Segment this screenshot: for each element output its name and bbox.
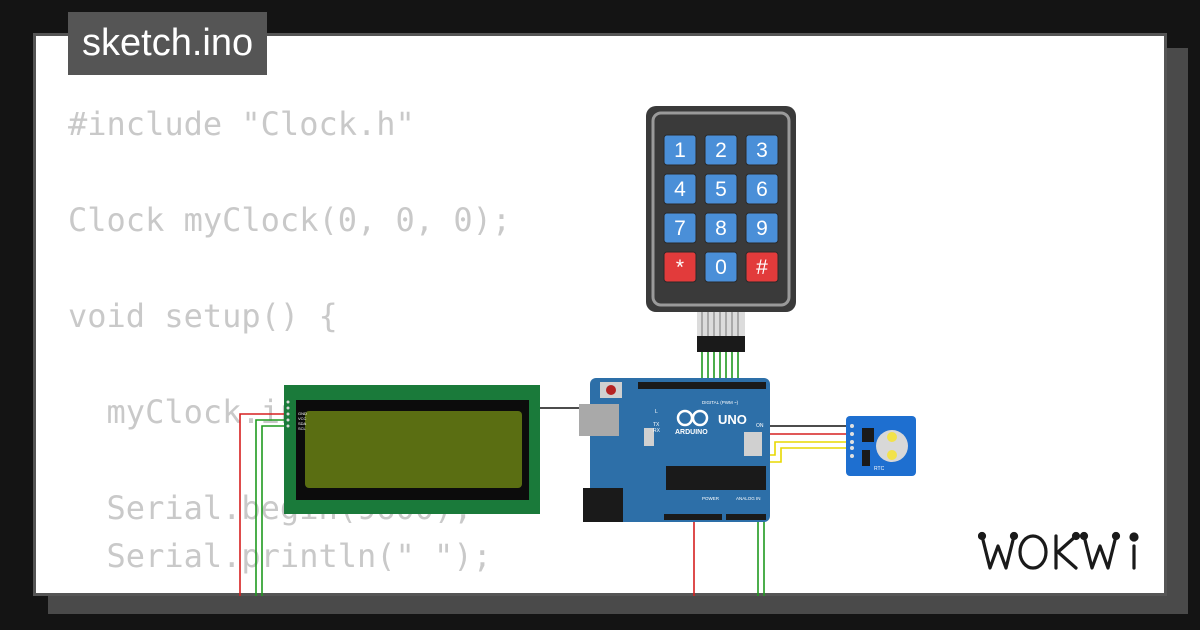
keypad-key-label: 8 <box>715 217 727 240</box>
code-line: Clock myClock(0, 0, 0); <box>68 201 512 239</box>
keypad-key: 4 <box>663 173 697 205</box>
wire-lcd-sda <box>255 419 287 596</box>
keypad-key-label: 2 <box>715 139 727 162</box>
keypad-key: 5 <box>704 173 738 205</box>
arduino-rx-label: RX <box>653 428 661 434</box>
code-line: void setup() { <box>68 297 338 335</box>
keypad-key: 9 <box>745 212 779 244</box>
arduino-model: UNO <box>718 412 747 427</box>
keypad-key-label: 5 <box>715 178 727 201</box>
keypad-key-label: 0 <box>715 256 727 279</box>
arduino-on-label: ON <box>756 423 764 429</box>
lcd-pin-gnd: GND <box>298 411 307 416</box>
rtc-label: RTC <box>874 466 885 472</box>
keypad-key: 2 <box>704 134 738 166</box>
lcd-pin-sda: SDA <box>298 421 307 426</box>
keypad-key: 3 <box>745 134 779 166</box>
keypad-key: 8 <box>704 212 738 244</box>
code-preview: #include "Clock.h" Clock myClock(0, 0, 0… <box>68 100 511 580</box>
lcd-pin-scl: SCL <box>298 426 307 431</box>
keypad-key-label: 7 <box>674 217 686 240</box>
keypad-key: 7 <box>663 212 697 244</box>
keypad-key: * <box>663 251 697 283</box>
keypad-keys: 1 2 3 4 5 6 7 8 9 * 0 # <box>663 134 779 283</box>
keypad-key: 1 <box>663 134 697 166</box>
keypad-key-label: 4 <box>674 178 686 201</box>
keypad-key-label: 6 <box>756 178 768 201</box>
wire-lcd-scl <box>261 425 287 596</box>
arduino-brand: ARDUINO <box>675 429 708 436</box>
file-tab[interactable]: sketch.ino <box>68 12 268 75</box>
arduino-uno: UNO ARDUINO DIGITAL (PWM ~) POWER ANALOG… <box>579 378 770 522</box>
keypad-key: 0 <box>704 251 738 283</box>
keypad-key-label: 1 <box>674 139 686 162</box>
keypad: 1 2 3 4 5 6 7 8 9 * 0 # <box>646 106 796 352</box>
arduino-digital-label: DIGITAL (PWM ~) <box>702 400 739 405</box>
keypad-key-label: * <box>676 256 684 279</box>
keypad-key-label: # <box>756 256 768 279</box>
keypad-key: # <box>745 251 779 283</box>
arduino-power-label: POWER <box>702 496 720 501</box>
keypad-key-label: 3 <box>756 139 768 162</box>
wokwi-logo <box>978 531 1139 570</box>
arduino-tx-label: TX <box>653 422 660 428</box>
lcd-display: GND VCC SDA SCL <box>284 385 540 514</box>
arduino-analog-label: ANALOG IN <box>736 496 761 501</box>
code-line: #include "Clock.h" <box>68 105 415 143</box>
keypad-ribbon <box>697 312 745 352</box>
rtc-module: RTC <box>846 416 916 476</box>
keypad-key-label: 9 <box>756 217 768 240</box>
code-line: Serial.println(" "); <box>68 537 492 575</box>
wire-lcd-vcc <box>239 413 287 596</box>
arduino-l-label: L <box>655 409 658 415</box>
arduino-infinity-logo <box>676 409 709 427</box>
lcd-pin-vcc: VCC <box>298 416 307 421</box>
keypad-key: 6 <box>745 173 779 205</box>
wire-rtc-scl <box>764 447 852 463</box>
